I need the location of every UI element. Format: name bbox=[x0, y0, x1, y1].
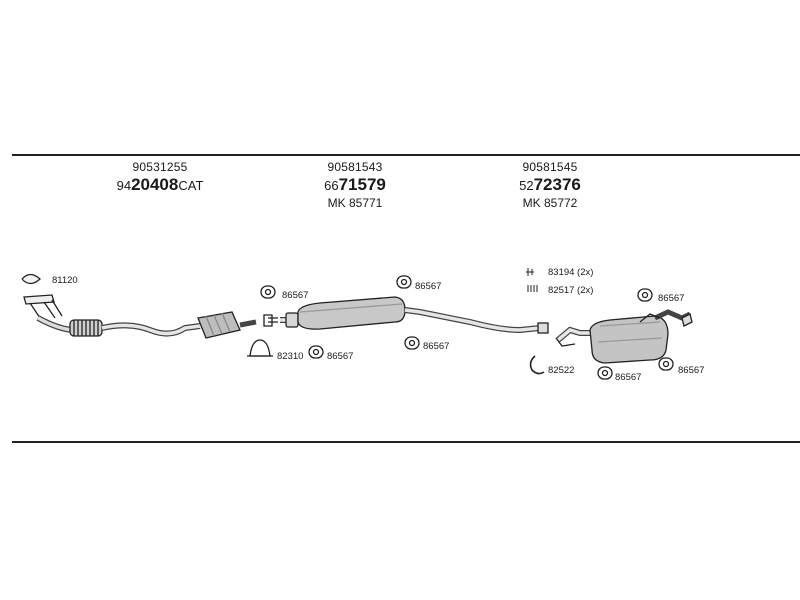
part-label[interactable]: 86567 bbox=[282, 290, 309, 301]
ring-icon bbox=[529, 355, 545, 375]
rear-silencer[interactable] bbox=[555, 309, 693, 364]
part-main: 71579 bbox=[338, 175, 386, 194]
part-label[interactable]: 81120 bbox=[52, 275, 78, 286]
top-divider bbox=[12, 154, 800, 156]
part-label[interactable]: 86567 bbox=[615, 372, 642, 383]
part-label[interactable]: 86567 bbox=[658, 293, 685, 304]
front-pipe-cat[interactable] bbox=[21, 273, 257, 339]
section-middle-silencer: 90581543 6671579 MK 85771 bbox=[285, 160, 425, 210]
clamp-icon bbox=[247, 339, 273, 357]
oe-number: 90581545 bbox=[522, 160, 578, 174]
part-prefix: 66 bbox=[324, 178, 339, 193]
middle-silencer[interactable] bbox=[263, 296, 549, 334]
part-label[interactable]: 82310 bbox=[277, 351, 304, 362]
part-label[interactable]: 86567 bbox=[423, 341, 450, 352]
mounting-kit: MK 85772 bbox=[522, 196, 578, 210]
part-prefix: 94 bbox=[116, 178, 132, 193]
bolt-icon bbox=[526, 268, 538, 292]
part-number[interactable]: 6671579 bbox=[285, 175, 425, 195]
section-front-pipe: 90531255 9420408CAT bbox=[90, 160, 230, 195]
rubber-mount-icon bbox=[260, 275, 674, 380]
part-main: 20408 bbox=[131, 175, 179, 194]
part-number[interactable]: 9420408CAT bbox=[90, 175, 230, 195]
mounting-kit: MK 85771 bbox=[327, 196, 383, 210]
part-label[interactable]: 86567 bbox=[327, 351, 354, 362]
bottom-divider bbox=[12, 441, 800, 443]
section-rear-silencer: 90581545 5272376 MK 85772 bbox=[480, 160, 620, 210]
part-label[interactable]: 82522 bbox=[548, 365, 575, 376]
oe-number: 90581543 bbox=[327, 160, 383, 174]
part-label[interactable]: 83194 (2x) bbox=[548, 267, 594, 278]
part-suffix: CAT bbox=[178, 178, 204, 193]
oe-number: 90531255 bbox=[132, 160, 188, 174]
part-label[interactable]: 86567 bbox=[415, 281, 442, 292]
part-prefix: 52 bbox=[519, 178, 534, 193]
part-main: 72376 bbox=[533, 175, 581, 194]
part-label[interactable]: 86567 bbox=[678, 365, 705, 376]
part-number[interactable]: 5272376 bbox=[480, 175, 620, 195]
part-label[interactable]: 82517 (2x) bbox=[548, 285, 594, 296]
